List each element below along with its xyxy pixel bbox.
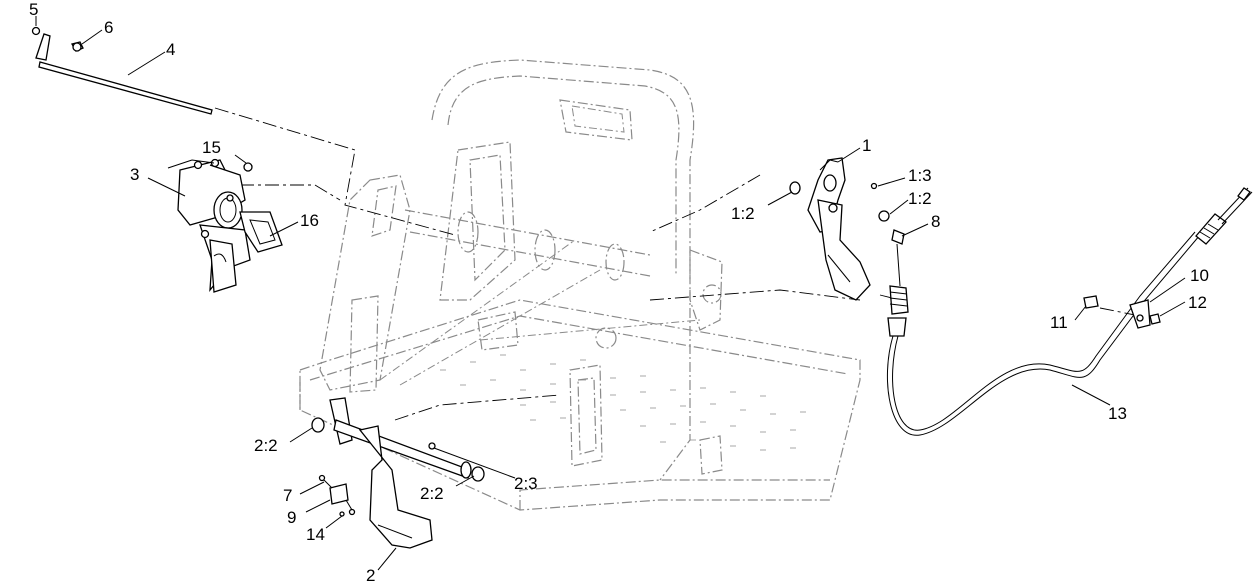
label-6: 6 bbox=[104, 18, 113, 37]
label-3: 3 bbox=[130, 165, 139, 184]
label-8: 8 bbox=[931, 212, 940, 231]
small-hardware bbox=[72, 42, 253, 172]
label-15: 15 bbox=[202, 138, 221, 157]
label-1: 1 bbox=[862, 136, 871, 155]
rod-assembly-4 bbox=[31, 26, 213, 115]
label-16: 16 bbox=[300, 211, 319, 230]
switch-assembly-9 bbox=[318, 474, 356, 517]
nut-6 bbox=[72, 42, 82, 52]
label-1-2-left: 1:2 bbox=[731, 204, 755, 223]
cable-bracket-10 bbox=[1083, 295, 1161, 329]
label-2-2-left: 2:2 bbox=[254, 436, 278, 455]
label-14: 14 bbox=[306, 525, 325, 544]
label-4: 4 bbox=[166, 40, 175, 59]
leader-lines bbox=[35, 16, 1186, 571]
control-cable-13 bbox=[887, 187, 1253, 436]
label-1-3: 1:3 bbox=[908, 166, 932, 185]
screw-15 bbox=[243, 162, 253, 172]
floor-hole-grid bbox=[440, 354, 806, 451]
label-13: 13 bbox=[1108, 404, 1127, 423]
label-10: 10 bbox=[1190, 266, 1209, 285]
phantom-frame bbox=[299, 59, 861, 511]
label-2-2-right: 2:2 bbox=[420, 484, 444, 503]
label-2-3: 2:3 bbox=[514, 474, 538, 493]
label-9: 9 bbox=[287, 508, 296, 527]
assembly-centerlines bbox=[214, 107, 1136, 421]
label-5: 5 bbox=[29, 0, 38, 19]
pedal-assembly-2 bbox=[311, 397, 485, 549]
latch-assembly-3 bbox=[177, 158, 283, 293]
label-11: 11 bbox=[1050, 313, 1068, 332]
pedal-assembly-1 bbox=[789, 157, 890, 301]
callout-labels: 5 6 4 15 3 16 1 1:3 1:2 1:2 8 10 12 11 1… bbox=[29, 0, 1209, 585]
label-1-2-right: 1:2 bbox=[908, 189, 932, 208]
cable-clevis-8 bbox=[887, 229, 909, 337]
label-12: 12 bbox=[1188, 293, 1207, 312]
label-2: 2 bbox=[366, 566, 375, 585]
label-7: 7 bbox=[283, 486, 292, 505]
